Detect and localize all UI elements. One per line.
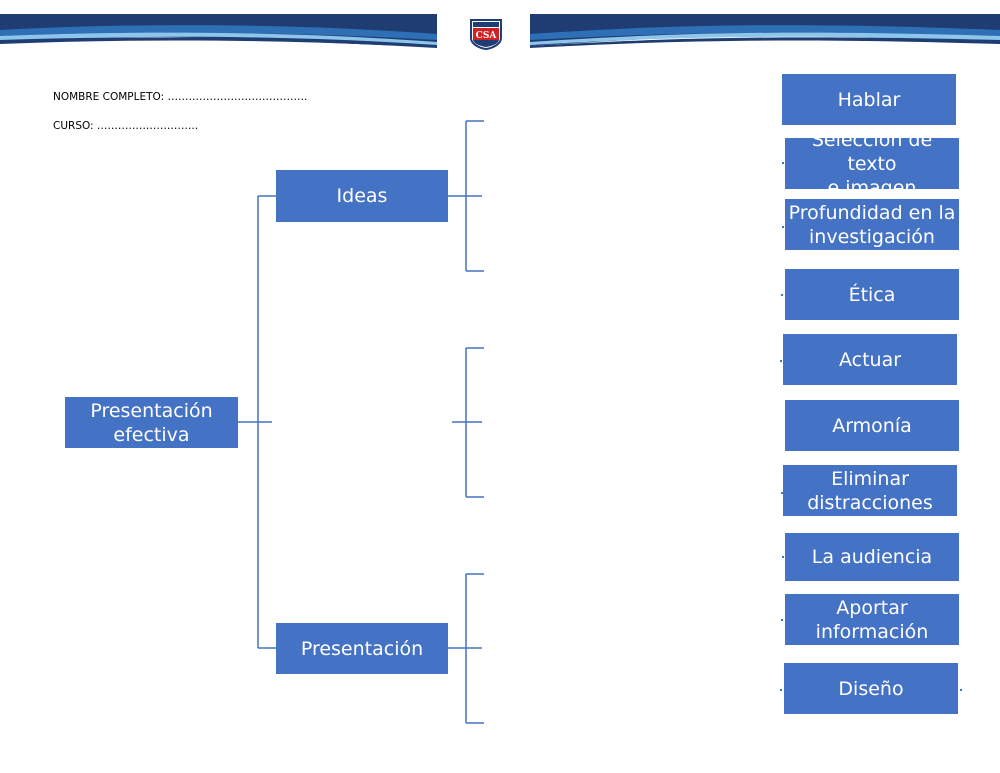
option-armonia[interactable]: Armonía	[785, 400, 959, 451]
handle-dot	[781, 294, 783, 296]
branch-ideas: Ideas	[276, 170, 448, 222]
branch-presentacion: Presentación	[276, 623, 448, 674]
handle-dot	[782, 226, 784, 228]
header-banner	[0, 14, 1000, 48]
root-node: Presentación efectiva	[65, 397, 238, 448]
option-actuar[interactable]: Actuar	[783, 334, 957, 385]
handle-dot	[781, 492, 783, 494]
option-hablar[interactable]: Hablar	[782, 74, 956, 125]
handle-dot	[780, 360, 782, 362]
handle-dot	[780, 689, 782, 691]
course-field-label: CURSO: ………………………..	[53, 120, 199, 132]
option-diseno[interactable]: Diseño	[784, 663, 958, 714]
option-etica[interactable]: Ética	[785, 269, 959, 320]
handle-dot	[782, 556, 784, 558]
name-field-label: NOMBRE COMPLETO: ………………………………….	[53, 91, 308, 103]
logo-text: CSA	[476, 31, 498, 41]
option-profundidad-investigacion[interactable]: Profundidad en la investigación	[785, 199, 959, 250]
option-eliminar-distracciones[interactable]: Eliminar distracciones	[783, 465, 957, 516]
handle-dot	[781, 619, 783, 621]
option-seleccion-texto-imagen[interactable]: Selección de texto e imagen	[785, 129, 959, 199]
option-la-audiencia[interactable]: La audiencia	[785, 533, 959, 581]
school-logo: CSA	[469, 18, 503, 51]
option-aportar-informacion[interactable]: Aportar información	[785, 594, 959, 645]
handle-dot	[960, 689, 962, 691]
handle-dot	[782, 162, 784, 164]
